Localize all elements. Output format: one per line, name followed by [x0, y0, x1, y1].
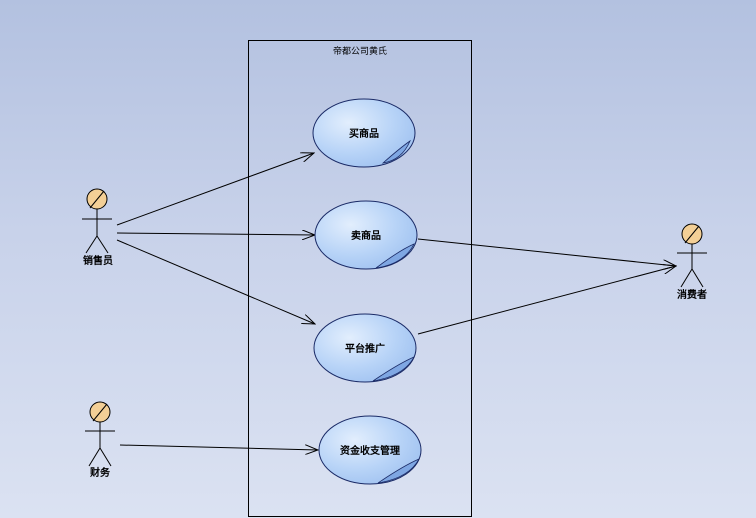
use-case-label: 平台推广	[345, 342, 385, 355]
assoc-promo-consumer[interactable]	[417, 266, 676, 335]
system-title: 帝都公司黄氏	[333, 45, 387, 57]
assoc-sell-consumer[interactable]	[417, 238, 676, 266]
stick-figure-icon	[82, 188, 112, 254]
stick-figure-icon	[85, 401, 115, 467]
stick-figure-icon	[677, 223, 707, 288]
use-case-fund[interactable]: 资金收支管理	[318, 415, 422, 485]
actor-label: 消费者	[677, 288, 707, 301]
use-case-promo[interactable]: 平台推广	[313, 313, 417, 383]
assoc-finance-fund[interactable]	[119, 444, 318, 450]
folded-corner-icon	[372, 356, 415, 382]
actor-label: 财务	[89, 466, 111, 479]
use-case-label: 资金收支管理	[340, 444, 400, 457]
folded-corner-icon	[375, 243, 415, 269]
use-case-buy[interactable]: 买商品	[312, 98, 416, 168]
associations	[116, 153, 676, 450]
actor-finance[interactable]: 财务	[85, 401, 115, 479]
folded-corner-icon	[381, 139, 411, 164]
actor-label: 销售员	[83, 254, 113, 267]
system-boundary[interactable]: 帝都公司黄氏	[248, 40, 472, 517]
folded-corner-icon	[377, 458, 420, 484]
actor-consumer[interactable]: 消费者	[677, 223, 707, 301]
assoc-seller-promo[interactable]	[116, 239, 315, 324]
actor-seller[interactable]: 销售员	[82, 188, 113, 267]
assoc-seller-buy[interactable]	[116, 153, 314, 226]
assoc-seller-sell[interactable]	[116, 233, 315, 235]
use-case-sell[interactable]: 卖商品	[314, 200, 418, 270]
use-case-label: 卖商品	[351, 229, 381, 242]
use-case-label: 买商品	[349, 127, 379, 140]
